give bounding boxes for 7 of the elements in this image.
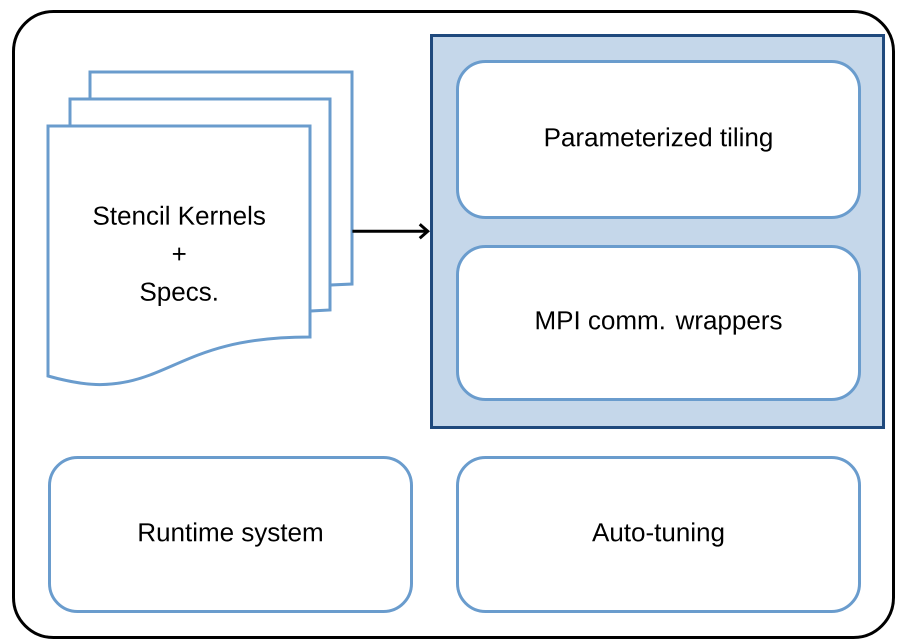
outer-frame [12, 10, 895, 639]
arrow [352, 223, 430, 240]
process-box: Parameterized tiling [456, 60, 862, 219]
process-box: Runtime system [48, 456, 413, 613]
process-box: MPI comm. wrappers [456, 245, 862, 401]
document-stack: Stencil Kernels + Specs. [46, 70, 354, 386]
process-box: Auto-tuning [456, 456, 862, 613]
